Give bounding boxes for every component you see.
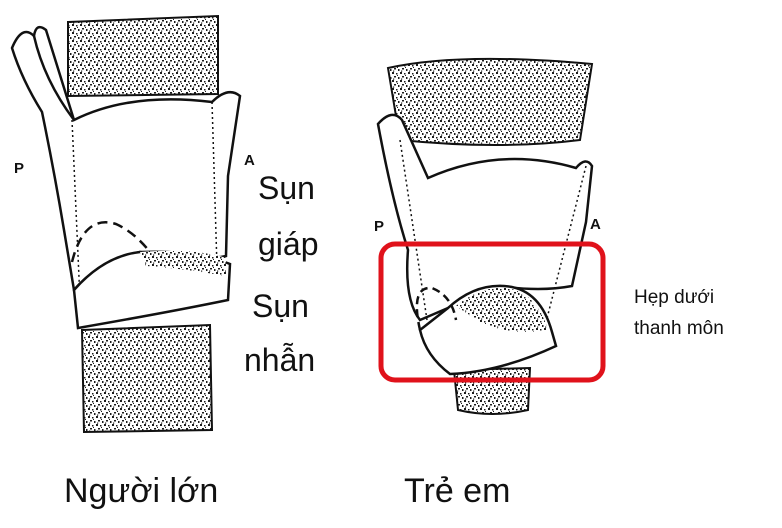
cricoid-label-line1: Sụn [252, 286, 309, 326]
adult-posterior-letter: P [14, 160, 24, 177]
child-anterior-letter: A [590, 216, 601, 233]
child-larynx [378, 59, 603, 414]
adult-larynx [12, 16, 240, 432]
stenosis-note-line2: thanh môn [634, 316, 724, 341]
child-posterior-letter: P [374, 218, 384, 235]
thyroid-label-line2: giáp [258, 224, 319, 264]
child-trachea [454, 368, 530, 414]
adult-upper-column [68, 16, 218, 96]
adult-trachea [82, 325, 212, 432]
child-upper-column [388, 59, 592, 145]
adult-caption: Người lớn [64, 472, 218, 511]
thyroid-label-line1: Sụn [258, 168, 315, 208]
adult-anterior-letter: A [244, 152, 255, 169]
cricoid-label-line2: nhẫn [244, 340, 315, 380]
child-caption: Trẻ em [404, 472, 510, 511]
stenosis-note-line1: Hẹp dưới [634, 285, 714, 310]
